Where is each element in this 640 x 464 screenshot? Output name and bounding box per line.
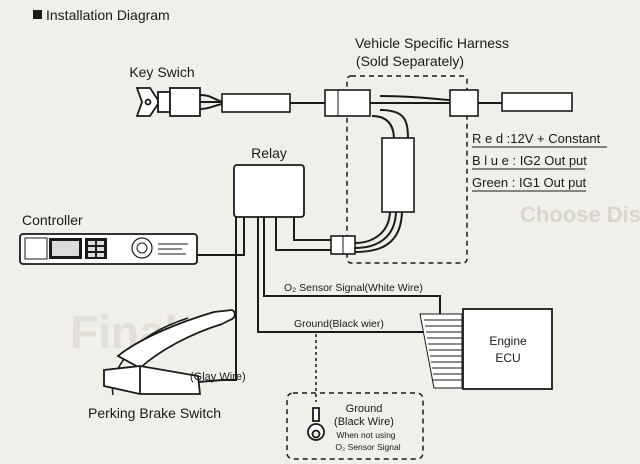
optional-ground-note-2: O₂ Sensor Signal [335,442,400,452]
harness-dashed-outline [346,75,468,264]
parking-brake-switch-icon [103,309,236,395]
parking-brake-switch-label: Perking Brake Switch [88,405,221,421]
harness-connector-left [324,89,371,117]
page-title: Installation Diagram [46,7,170,23]
engine-ecu-box [462,308,553,390]
optional-ground-wire: (Black Wire) [334,416,394,428]
engine-ecu-label: Engine [489,334,527,348]
key-switch-lead [221,93,291,113]
green-wire-label: Green : IG1 Out put [472,175,587,190]
harness-wire-sleeve [381,137,415,213]
wires [111,94,502,402]
title-bullet [33,10,42,19]
blue-wire-label: B l u e : IG2 Out put [472,153,587,168]
ecu-connector-hatch [419,313,463,389]
harness-sold-separately: (Sold Separately) [356,53,464,69]
relay-box [233,164,305,218]
harness-label: Vehicle Specific Harness [355,35,509,51]
harness-lead-right [501,92,573,112]
svg-text:Choose Display: Choose Display [520,202,640,227]
ground-terminal-icon [307,407,325,441]
optional-ground-title: Ground [346,403,383,415]
key-switch-label: Key Swich [129,64,194,80]
o2-signal-label: O₂ Sensor Signal(White Wire) [284,282,423,294]
optional-ground-note: When not using [336,430,395,440]
key-switch-icon [135,87,201,117]
controller-label: Controller [22,212,83,228]
glay-wire-label: (Glay Wire) [190,371,246,383]
engine-ecu-sublabel: ECU [495,351,520,365]
red-wire-label: R e d :12V + Constant [472,131,601,146]
harness-connector-right [449,89,479,117]
controller-device [19,233,198,265]
relay-label: Relay [251,145,287,161]
ground-black-label: Ground(Black wier) [294,318,384,330]
